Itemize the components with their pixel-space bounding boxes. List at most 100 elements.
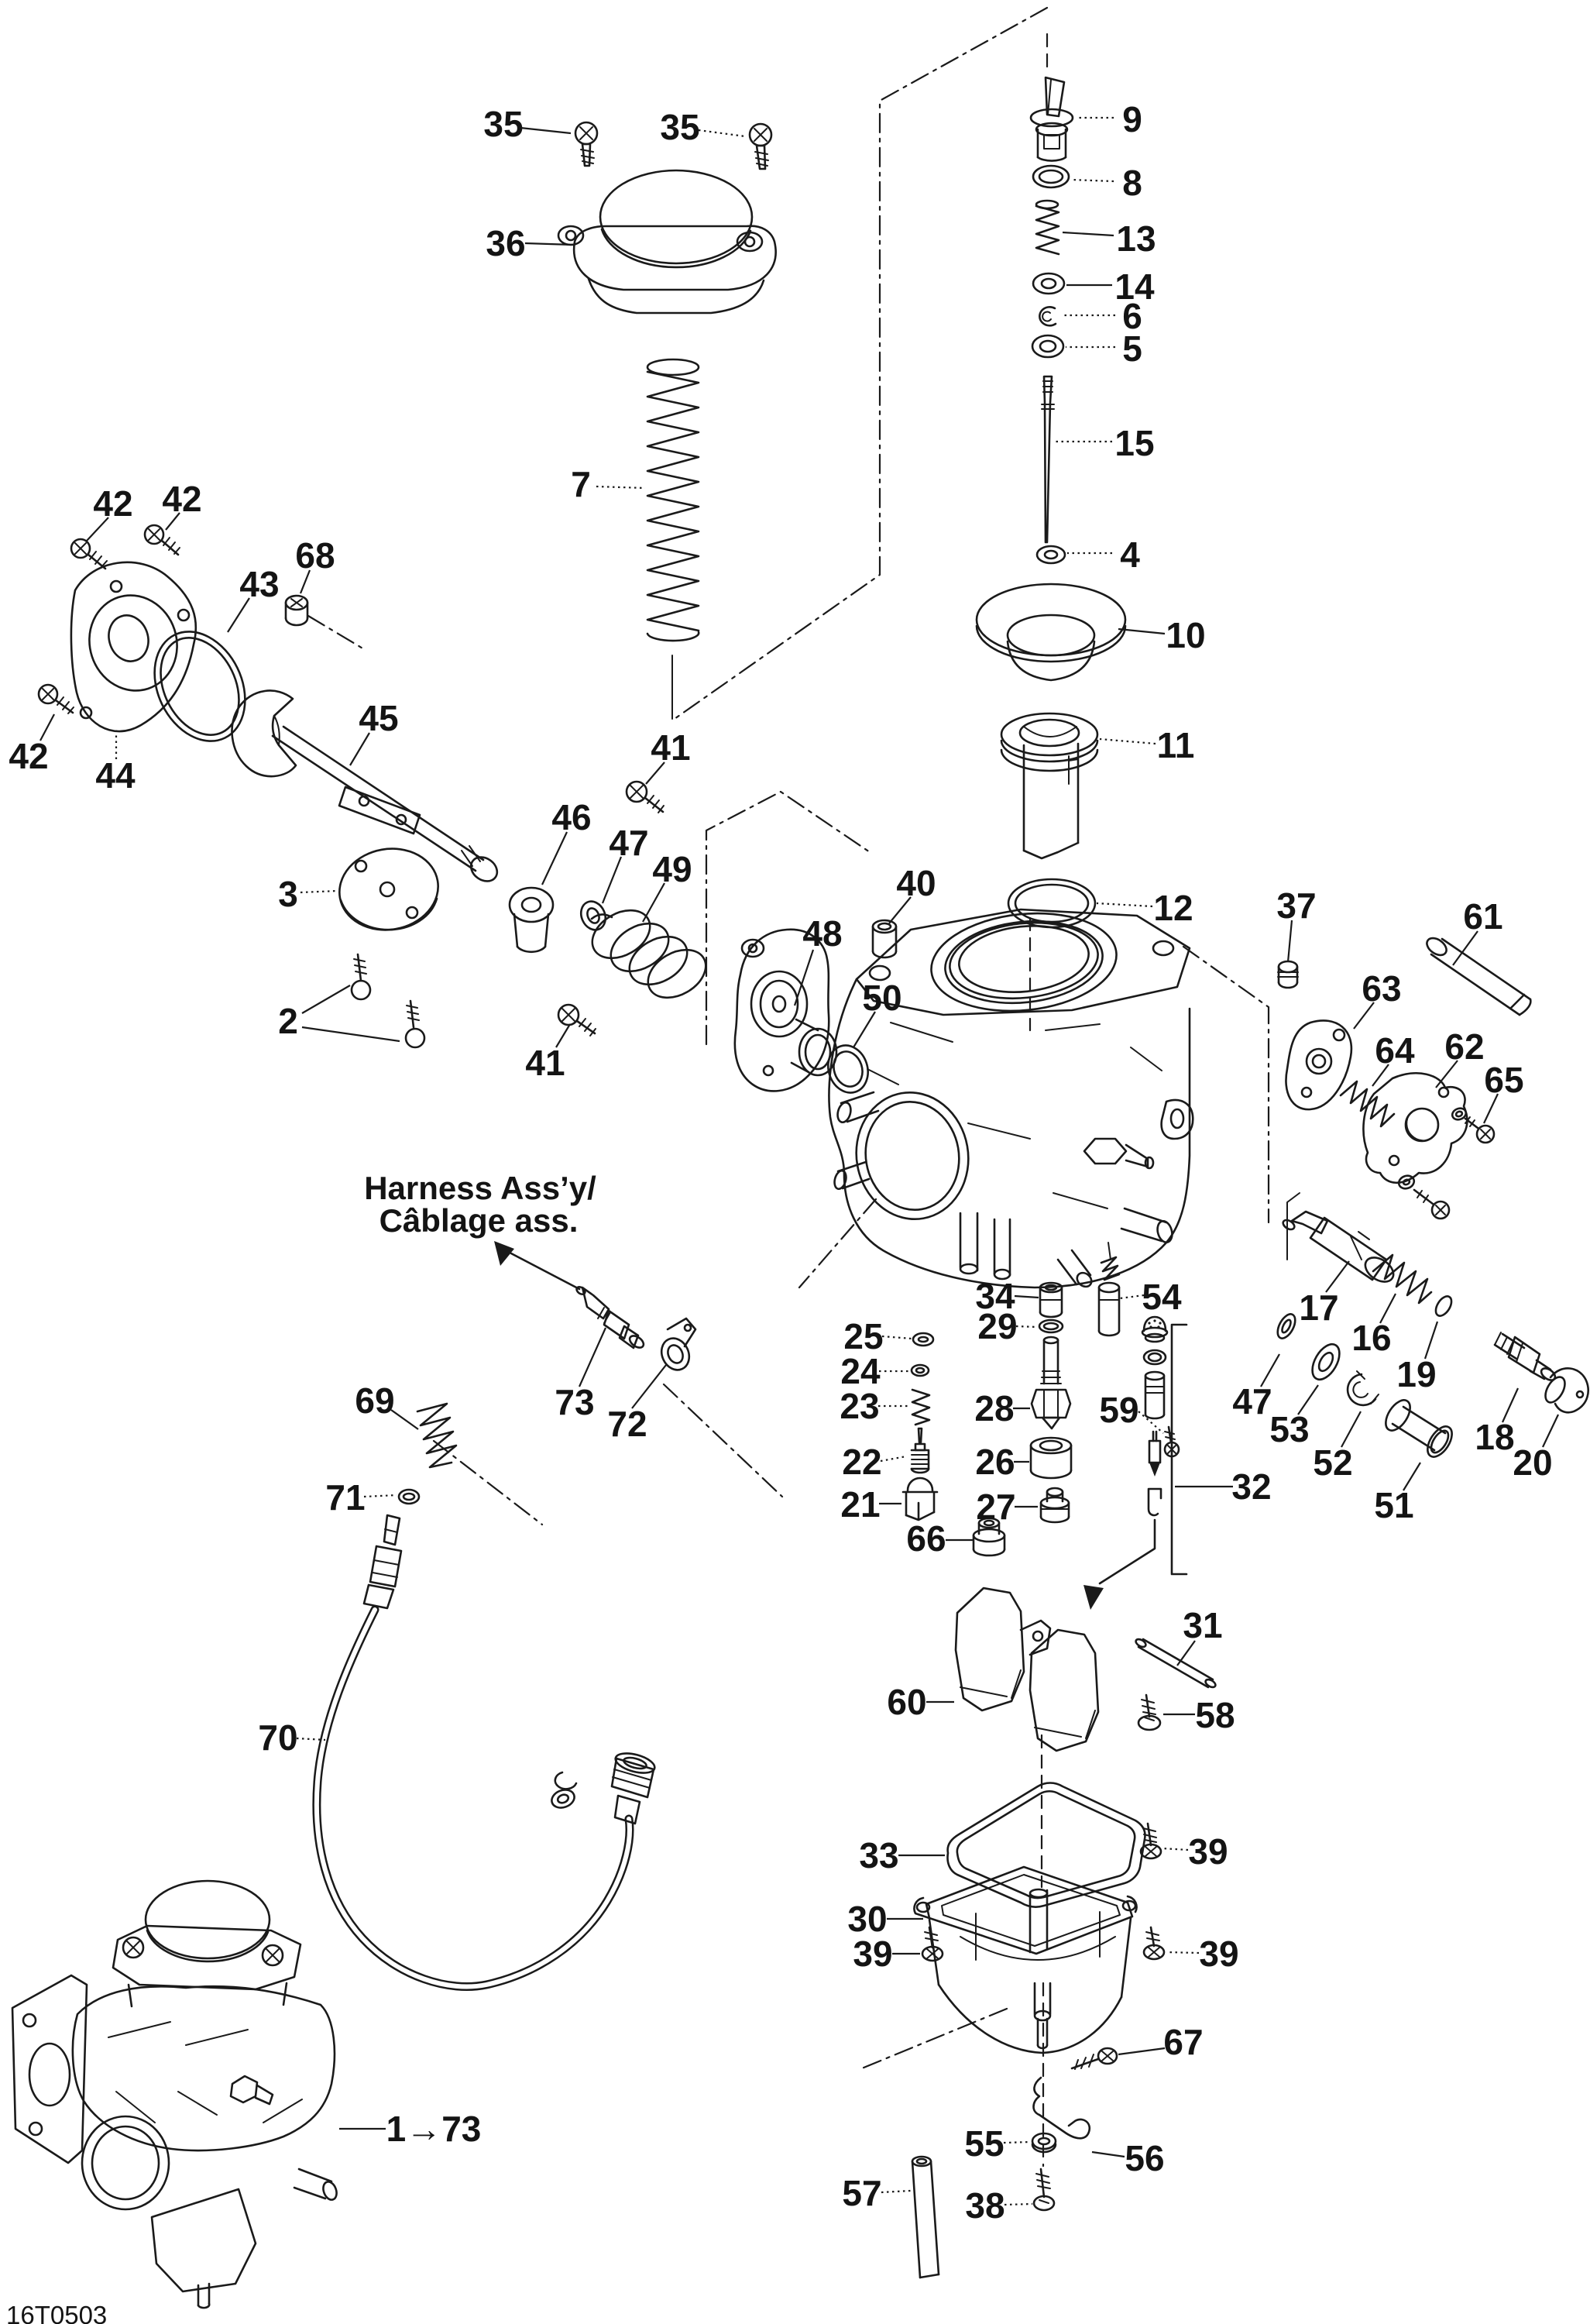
screws-65 xyxy=(1397,1107,1496,1220)
washer-25 xyxy=(912,1332,935,1347)
label-66: 66 xyxy=(906,1518,946,1559)
carburetor-body xyxy=(828,908,1194,1289)
sensor-bracket-62 xyxy=(1362,1072,1468,1184)
label-57: 57 xyxy=(842,2173,881,2213)
label-11: 11 xyxy=(1157,725,1195,765)
label-35: 35 xyxy=(660,107,699,147)
label-Harness Ass’y/: Harness Ass’y/ xyxy=(364,1170,596,1206)
wire-clip-56 xyxy=(1032,2076,1091,2140)
label-3: 3 xyxy=(278,874,298,914)
label-42: 42 xyxy=(162,479,201,519)
leader-35 xyxy=(698,129,746,138)
leader-43 xyxy=(227,597,250,633)
label-42: 42 xyxy=(93,483,132,524)
label-17: 17 xyxy=(1299,1287,1338,1328)
label-31: 31 xyxy=(1183,1605,1222,1645)
label-32: 32 xyxy=(1231,1466,1271,1507)
grommet-46 xyxy=(508,886,555,954)
ring-5 xyxy=(1031,334,1065,359)
washer-4 xyxy=(1035,545,1066,565)
jet-needle-15 xyxy=(1041,375,1055,544)
leader-53 xyxy=(1297,1384,1319,1415)
float-bowl-30 xyxy=(913,1865,1138,2054)
leader-10 xyxy=(1118,627,1166,635)
screw-38 xyxy=(1032,2168,1056,2212)
return-spring-49 xyxy=(590,909,707,999)
label-28: 28 xyxy=(974,1388,1014,1428)
label-41: 41 xyxy=(651,727,690,768)
label-64: 64 xyxy=(1375,1030,1415,1071)
leader-52 xyxy=(1341,1411,1362,1448)
label-21: 21 xyxy=(840,1484,880,1525)
valve-seat-screw-59 xyxy=(1163,1425,1180,1458)
throttle-slide-11 xyxy=(1000,712,1099,860)
leader-16 xyxy=(1379,1293,1396,1324)
label-26: 26 xyxy=(975,1442,1015,1482)
washer-47-left xyxy=(579,900,607,931)
leader-73 xyxy=(578,1327,607,1387)
leader-8 xyxy=(1071,178,1114,183)
sensor-plate-63 xyxy=(1285,1019,1353,1111)
leader-31 xyxy=(1176,1640,1196,1666)
label-10: 10 xyxy=(1166,615,1205,655)
label-6: 6 xyxy=(1122,296,1142,336)
label-51: 51 xyxy=(1374,1485,1413,1525)
bracket-72 xyxy=(660,1317,697,1371)
label-56: 56 xyxy=(1125,2138,1164,2178)
spring-13 xyxy=(1035,199,1060,256)
leader-42 xyxy=(165,512,180,531)
leader-11 xyxy=(1099,737,1156,745)
label-73: 73 xyxy=(555,1382,594,1422)
label-72: 72 xyxy=(607,1404,647,1444)
label-8: 8 xyxy=(1122,163,1142,203)
leader-47 xyxy=(601,856,623,904)
fitting-18 xyxy=(1493,1332,1557,1381)
tube-61 xyxy=(1426,937,1532,1016)
leader-56 xyxy=(1091,2150,1125,2158)
leader-59 xyxy=(1138,1411,1164,1434)
label-54: 54 xyxy=(1142,1277,1182,1317)
o-ring-29 xyxy=(1038,1318,1064,1334)
label-20: 20 xyxy=(1513,1442,1552,1483)
leader-38 xyxy=(1004,2202,1033,2206)
screws-2 xyxy=(350,953,426,1049)
pump-cover-plate-3 xyxy=(338,847,439,931)
plug-37 xyxy=(1277,960,1299,989)
plunger-54 xyxy=(1097,1242,1121,1337)
sensor-73 xyxy=(575,1285,645,1349)
leader-55 xyxy=(1003,2140,1032,2144)
main-jet-34 xyxy=(1039,1281,1063,1318)
label-37: 37 xyxy=(1276,885,1316,926)
leader-17 xyxy=(1325,1260,1350,1293)
leader-48 xyxy=(793,949,815,1006)
jet-27 xyxy=(1039,1487,1070,1524)
cap-40 xyxy=(871,919,898,959)
leader-47 xyxy=(1260,1353,1280,1387)
leader-19 xyxy=(1423,1321,1439,1360)
leader-35 xyxy=(520,126,572,135)
leader-20 xyxy=(1542,1414,1559,1448)
leader-45 xyxy=(349,732,370,766)
screw-42-top-left xyxy=(70,538,108,570)
leader-42 xyxy=(86,517,109,541)
plug-68 xyxy=(284,594,309,627)
float-valve-kit-32 xyxy=(1083,1315,1188,1610)
leader-39 xyxy=(1166,1951,1200,1954)
label-25: 25 xyxy=(843,1316,883,1356)
label-58: 58 xyxy=(1195,1695,1235,1735)
pilot-screw-22 xyxy=(910,1427,930,1474)
drain-tube-57 xyxy=(911,2155,940,2279)
washer-19 xyxy=(1434,1295,1453,1317)
label-19: 19 xyxy=(1396,1354,1436,1394)
leader-61 xyxy=(1452,930,1478,966)
leader-29 xyxy=(1015,1325,1039,1329)
screw-35-right xyxy=(748,122,773,170)
leader-63 xyxy=(1353,1002,1375,1030)
leader-57 xyxy=(881,2189,912,2194)
label-68: 68 xyxy=(295,535,335,576)
leader-36 xyxy=(524,242,574,246)
label-18: 18 xyxy=(1475,1417,1514,1457)
screw-58 xyxy=(1137,1693,1162,1731)
label-55: 55 xyxy=(964,2123,1004,2164)
